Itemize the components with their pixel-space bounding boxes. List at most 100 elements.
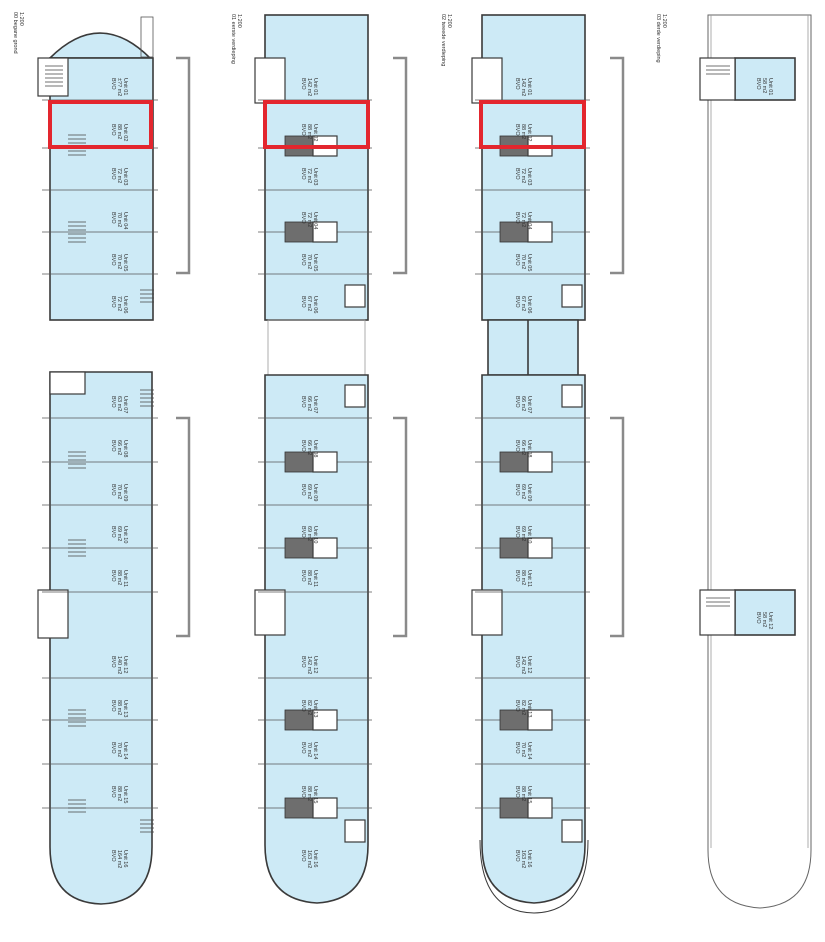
facade-bracket: [393, 56, 408, 275]
lift-icons: [499, 384, 583, 843]
floor-title: 03 derde verdieping: [655, 14, 661, 63]
stair-core: [37, 589, 69, 639]
unit-bvo: BVO: [110, 526, 116, 538]
unit-area: 82 m2: [306, 700, 312, 715]
terrace-outline: [140, 16, 154, 58]
unit-area: ±?? m2: [116, 78, 122, 96]
unit-number: Unit 04: [122, 212, 128, 229]
unit-number: Unit 04: [312, 212, 318, 229]
floor-title: 00 begane grond: [12, 12, 18, 54]
unit-number: Unit 14: [312, 742, 318, 759]
unit-area: 88 m2: [116, 570, 122, 585]
unit-area: 88 m2: [520, 786, 526, 801]
unit-area: 88 m2: [116, 124, 122, 139]
unit-area: 69 m2: [306, 484, 312, 499]
bridge-outline: [267, 319, 366, 376]
unit-area: 69 m2: [306, 526, 312, 541]
unit-number: Unit 14: [122, 742, 128, 759]
unit-bvo: BVO: [514, 656, 520, 668]
bridge-block: [487, 319, 579, 376]
stair-icon: [706, 65, 730, 75]
stair-icons: [68, 389, 154, 833]
unit-area: 69 m2: [116, 526, 122, 541]
building-block-north: [49, 57, 154, 321]
stair-core: [699, 589, 736, 636]
unit-bvo: BVO: [110, 296, 116, 308]
unit-number: Unit 13: [122, 700, 128, 717]
unit-number: Unit 03: [312, 168, 318, 185]
unit-bvo: BVO: [300, 440, 306, 452]
unit-bvo: BVO: [110, 786, 116, 798]
stair-core: [254, 589, 286, 636]
unit-bvo: BVO: [514, 786, 520, 798]
unit-bvo: BVO: [755, 612, 761, 624]
unit-bvo: BVO: [300, 396, 306, 408]
unit-number: Unit 08: [122, 440, 128, 457]
unit-bvo: BVO: [110, 124, 116, 136]
unit-bvo: BVO: [300, 212, 306, 224]
unit-bvo: BVO: [300, 484, 306, 496]
unit-bvo: BVO: [514, 700, 520, 712]
unit-bvo: BVO: [514, 254, 520, 266]
unit-number: Unit 09: [526, 484, 532, 501]
unit-bvo: BVO: [514, 296, 520, 308]
unit-area: 88 m2: [306, 570, 312, 585]
unit-number: Unit 05: [122, 254, 128, 271]
unit-number: Unit 10: [122, 526, 128, 543]
unit-area: 164 m2: [116, 850, 122, 868]
floor-scale: 1:200: [18, 12, 24, 26]
unit-dividers: [42, 417, 158, 809]
unit-area: 72 m2: [116, 168, 122, 183]
unit-area: 70 m2: [116, 742, 122, 757]
unit-area: 88 m2: [116, 700, 122, 715]
unit-area: 88 m2: [520, 570, 526, 585]
floorplan-second-floor: 02 tweede verdieping 1:200: [440, 14, 625, 914]
unit-bvo: BVO: [514, 526, 520, 538]
floor-scale: 1:200: [661, 14, 667, 28]
unit-area: 72 m2: [116, 296, 122, 311]
highlighted-unit: [263, 100, 370, 149]
unit-area: 70 m2: [520, 254, 526, 269]
unit-number: Unit 16: [122, 850, 128, 867]
unit-bvo: BVO: [755, 78, 761, 90]
unit-area: 70 m2: [306, 742, 312, 757]
stair-core: [37, 57, 69, 97]
facade-bracket: [610, 416, 625, 638]
unit-number: Unit 09: [122, 484, 128, 501]
unit-area: 163 m2: [306, 850, 312, 868]
floor-title: 01 eerste verdieping: [230, 14, 236, 64]
unit-bvo: BVO: [514, 168, 520, 180]
unit-number: Unit 16: [526, 850, 532, 867]
unit-number: Unit 12: [526, 656, 532, 673]
facade-bracket: [176, 416, 191, 638]
roof-outline: [707, 14, 812, 909]
unit-area: 58 m2: [761, 612, 767, 627]
unit-number: Unit 13: [526, 700, 532, 717]
unit-area: 142 m2: [306, 656, 312, 674]
unit-bvo: BVO: [110, 254, 116, 266]
entrance-core: [49, 371, 86, 395]
unit-bvo: BVO: [514, 78, 520, 90]
unit-number: Unit 06: [312, 296, 318, 313]
floorplan-first-floor: 01 eerste verdieping 1:200: [230, 14, 408, 904]
